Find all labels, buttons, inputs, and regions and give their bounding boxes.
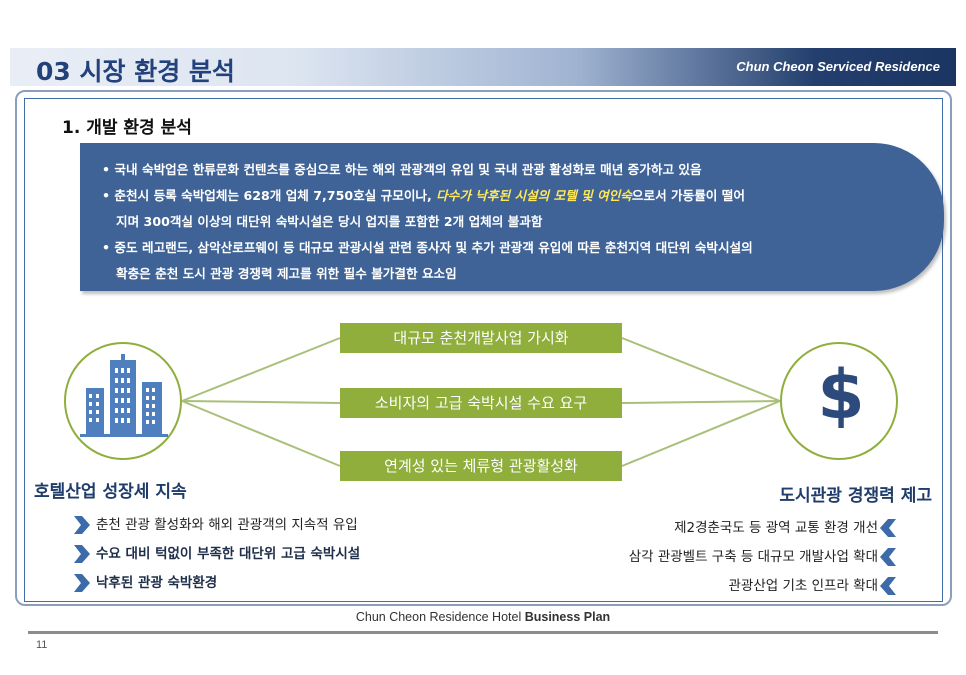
header-band: 03 시장 환경 분석 Chun Cheon Serviced Residenc… (10, 48, 956, 86)
bullet-2-highlight: 다수가 낙후된 시설의 모텔 및 여인숙 (436, 188, 632, 203)
hotel-circle (64, 342, 182, 460)
center-label-3: 연계성 있는 체류형 관광활성화 (340, 451, 622, 481)
bullet-1: • 국내 숙박업은 한류문화 컨텐츠를 중심으로 하는 해외 관광객의 유입 및… (102, 162, 702, 177)
bullet-2-continued: 지며 300객실 이상의 대단위 숙박시설은 당시 업지를 포함한 2개 업체의… (116, 214, 543, 229)
right-item-2-text: 삼각 관광벨트 구축 등 대규모 개발사업 확대 (628, 549, 878, 565)
left-heading: 호텔산업 성장세 지속 (34, 482, 187, 502)
bullet-3-continued: 확충은 춘천 도시 관광 경쟁력 제고를 위한 필수 불가결한 요소임 (116, 266, 457, 281)
footer-text-regular: Chun Cheon Residence Hotel (355, 610, 525, 624)
dollar-icon: $ (817, 356, 865, 435)
connector-right-bottom (621, 400, 781, 467)
bullet-2-text: • 춘천시 등록 숙박업체는 628개 업체 7,750호실 규모이나, (102, 188, 437, 203)
right-item-2: 삼각 관광벨트 구축 등 대규모 개발사업 확대 (629, 546, 900, 568)
footer-text-bold: Business Plan (524, 610, 611, 624)
brand-label: Chun Cheon Serviced Residence (736, 59, 940, 74)
left-item-2-text: 수요 대비 턱없이 부족한 대단위 고급 숙박시설 (96, 546, 361, 562)
right-item-3-text: 관광산업 기초 인프라 확대 (728, 578, 879, 594)
chevron-right-icon (74, 545, 90, 563)
chevron-right-icon (74, 574, 90, 592)
center-label-1: 대규모 춘천개발사업 가시화 (340, 323, 622, 353)
right-item-1: 제2경춘국도 등 광역 교통 환경 개선 (674, 517, 900, 539)
chevron-left-icon (880, 519, 896, 537)
left-item-2: 수요 대비 턱없이 부족한 대단위 고급 숙박시설 (70, 543, 360, 565)
page-number: 11 (36, 639, 48, 651)
content-frame (15, 90, 952, 606)
right-item-3: 관광산업 기초 인프라 확대 (729, 575, 901, 597)
bullet-2: • 춘천시 등록 숙박업체는 628개 업체 7,750호실 규모이나, 다수가… (102, 185, 745, 204)
left-item-1-text: 춘천 관광 활성화와 해외 관광객의 지속적 유입 (96, 517, 358, 533)
left-item-3: 낙후된 관광 숙박환경 (70, 572, 217, 594)
connector-right-middle (621, 400, 781, 404)
chevron-left-icon (880, 577, 896, 595)
footer-text: Chun Cheon Residence Hotel Business Plan (0, 610, 966, 624)
bullet-2-text-end: 으로서 가동률이 떨어 (631, 188, 745, 203)
content-inner-frame (24, 98, 943, 602)
bullet-3: • 중도 레고랜드, 삼악산로프웨이 등 대규모 관광시설 관련 종사자 및 추… (102, 240, 753, 255)
footer-divider (28, 631, 938, 634)
connector-left-middle (181, 400, 341, 404)
connector-left-top (181, 337, 341, 402)
right-item-1-text: 제2경춘국도 등 광역 교통 환경 개선 (674, 520, 878, 536)
chevron-left-icon (880, 548, 896, 566)
left-item-3-text: 낙후된 관광 숙박환경 (96, 575, 218, 591)
center-label-2: 소비자의 고급 숙박시설 수요 요구 (340, 388, 622, 418)
summary-box: • 국내 숙박업은 한류문화 컨텐츠를 중심으로 하는 해외 관광객의 유입 및… (80, 143, 944, 291)
connector-left-bottom (181, 400, 341, 467)
tourism-circle: $ (780, 342, 898, 460)
chevron-right-icon (74, 516, 90, 534)
section-title: 1. 개발 환경 분석 (62, 118, 192, 138)
left-item-1: 춘천 관광 활성화와 해외 관광객의 지속적 유입 (70, 514, 358, 536)
connector-right-top (621, 337, 781, 402)
page-title: 03 시장 환경 분석 (36, 57, 235, 86)
right-heading: 도시관광 경쟁력 제고 (779, 486, 932, 506)
buildings-icon (80, 354, 168, 437)
